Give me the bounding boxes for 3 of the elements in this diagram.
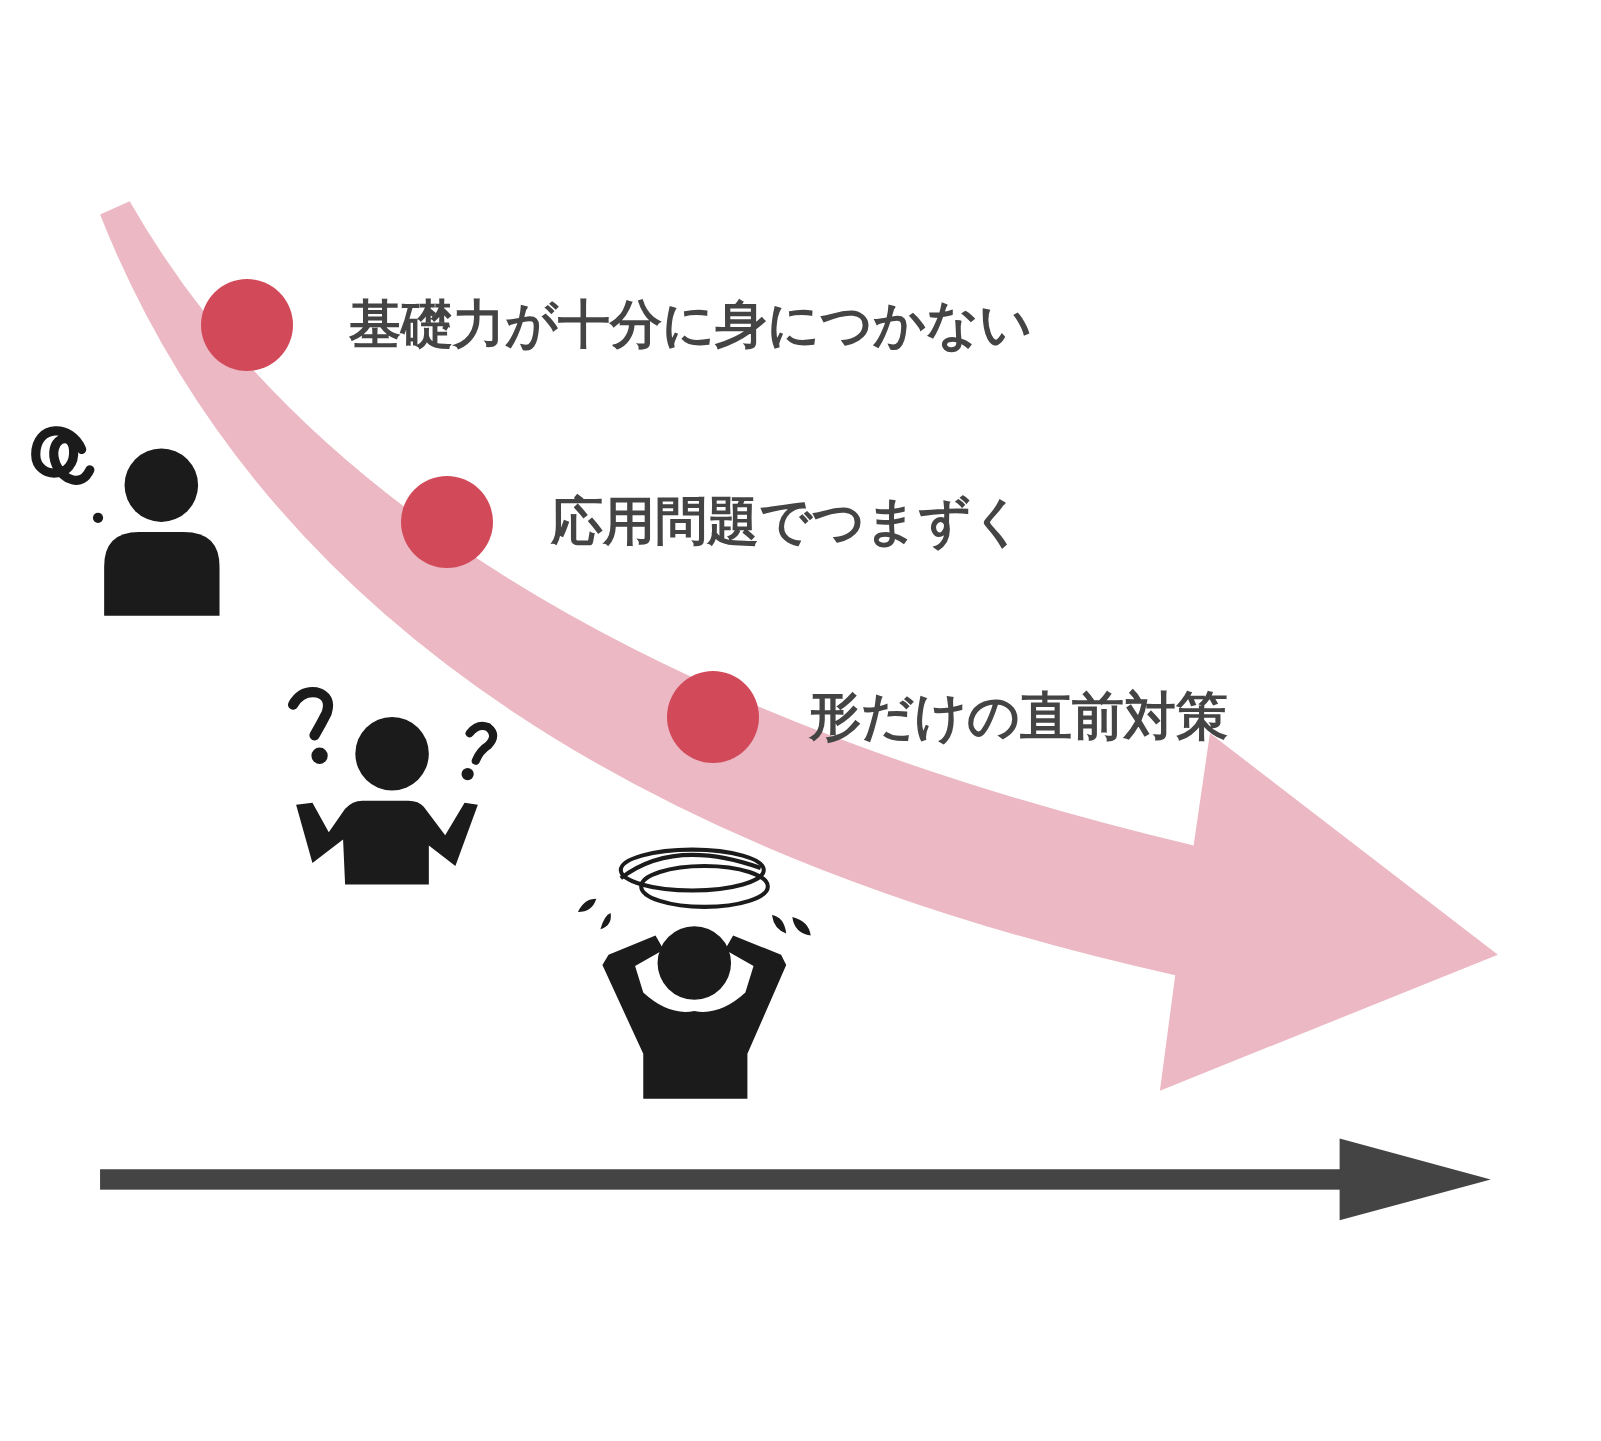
point-label: 形だけの直前対策 xyxy=(809,685,1228,748)
point-label: 応用問題でつまずく xyxy=(551,490,1024,553)
point-label: 基礎力が十分に身につかない xyxy=(349,293,1032,356)
